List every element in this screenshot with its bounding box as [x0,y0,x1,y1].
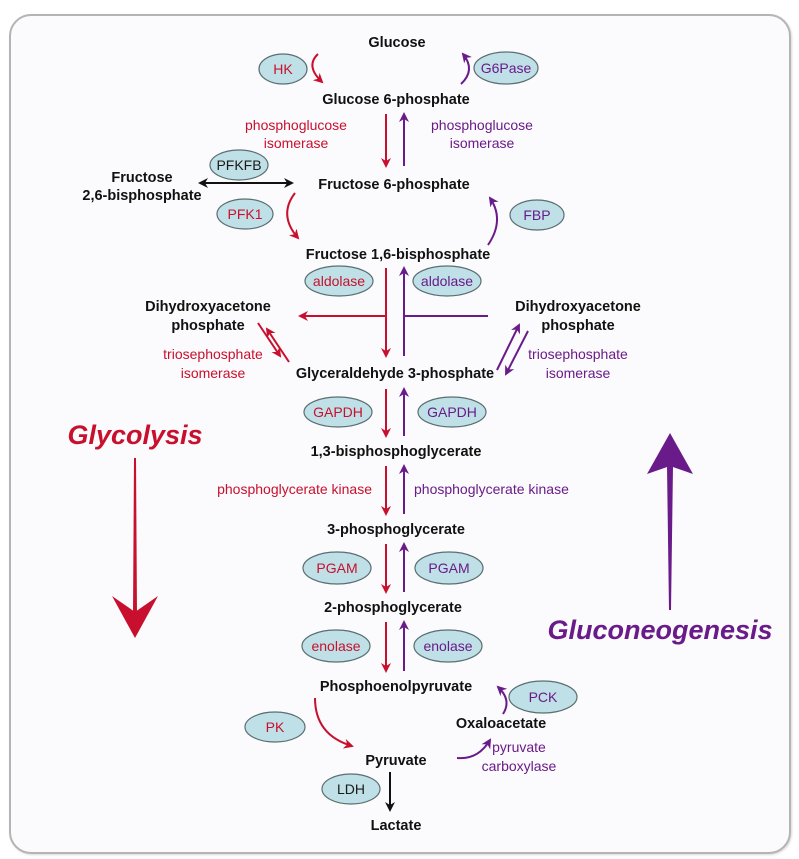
enzyme-tpi-glycolysis-line1: triosephosphate [163,346,263,362]
enzyme-fbp-label: FBP [523,207,550,223]
arrow-tpi-forward [257,322,282,358]
arrow-pfk1 [286,192,300,240]
enzyme-pfkfb: PFKFB [209,149,269,181]
enzyme-hk-label: HK [273,61,293,77]
metabolite-dhap-left-line2: phosphate [171,318,244,334]
metabolite-phosphoenolpyruvate: Phosphoenolpyruvate [320,679,472,695]
glycolysis-arrow-head [112,596,158,638]
enzyme-aldolase-gluconeogenesis: aldolase [412,265,482,297]
enzyme-enolase-gluconeogenesis: enolase [413,629,483,663]
arrow-pck [496,685,508,715]
enzyme-pfkfb-label: PFKFB [216,157,261,173]
metabolite-13-bisphosphoglycerate: 1,3-bisphosphoglycerate [311,444,482,460]
enzyme-pgam-gluconeogenesis-label: PGAM [428,560,469,576]
metabolite-fructose-26-bisphosphate-line1: Fructose [111,170,172,186]
enzyme-pfk1-label: PFK1 [227,206,262,222]
enzyme-tpi-gluconeogenesis-line2: isomerase [546,365,611,381]
metabolite-fructose-26-bisphosphate-line2: 2,6-bisphosphate [82,188,201,204]
enzyme-aldolase-glycolysis: aldolase [304,265,374,297]
metabolite-2-phosphoglycerate: 2-phosphoglycerate [324,600,462,616]
gluconeogenesis-arrow-head [647,433,693,474]
metabolite-pyruvate: Pyruvate [365,753,426,769]
arrow-pyruvate-carboxylase [456,738,492,760]
enzyme-gapdh-gluconeogenesis-label: GAPDH [427,404,477,420]
arrow-g6pase [460,52,472,85]
arrow-fbp [487,196,499,246]
enzyme-pyruvate-carboxylase-line1: pyruvate [492,739,546,755]
glycolysis-title: Glycolysis [67,420,202,450]
diagram-frame [9,14,791,854]
enzyme-gapdh-glycolysis: GAPDH [303,396,373,428]
enzyme-enolase-glycolysis: enolase [301,629,371,663]
arrow-tpi-reverse [496,323,520,371]
enzyme-pgi-glycolysis-line1: phosphoglucose [245,117,347,133]
metabolite-3-phosphoglycerate: 3-phosphoglycerate [327,522,465,538]
metabolite-glucose: Glucose [368,35,425,51]
enzyme-pgam-gluconeogenesis: PGAM [414,551,484,585]
enzyme-aldolase-gluconeogenesis-label: aldolase [421,273,473,289]
gluconeogenesis-title: Gluconeogenesis [547,615,772,645]
enzyme-pck-label: PCK [529,689,558,705]
metabolite-glyceraldehyde-3-phosphate: Glyceraldehyde 3-phosphate [296,366,494,382]
enzyme-gapdh-glycolysis-label: GAPDH [313,404,363,420]
enzyme-tpi-gluconeogenesis-line1: triosephosphate [528,346,628,362]
metabolite-glucose-6-phosphate: Glucose 6-phosphate [322,92,469,108]
enzyme-pk: PK [244,711,306,743]
enzyme-aldolase-glycolysis-label: aldolase [313,273,365,289]
enzyme-pgam-glycolysis-label: PGAM [316,560,357,576]
enzyme-pgi-glycolysis-line2: isomerase [264,135,329,151]
arrow-tpi-forward-purple [505,330,529,376]
enzyme-fbp: FBP [509,199,565,231]
gluconeogenesis-direction-arrow [647,433,693,610]
enzyme-gapdh-gluconeogenesis: GAPDH [417,396,487,428]
enzyme-pk-label: PK [266,719,285,735]
enzyme-pfk1: PFK1 [216,198,274,230]
enzyme-pgk-glycolysis: phosphoglycerate kinase [217,481,372,497]
enzyme-enolase-gluconeogenesis-label: enolase [423,638,472,654]
enzyme-pgam-glycolysis: PGAM [302,551,372,585]
enzyme-ldh-label: LDH [337,781,365,797]
enzyme-tpi-glycolysis-line2: isomerase [181,365,246,381]
metabolite-dhap-left-line1: Dihydroxyacetone [145,299,271,315]
metabolite-lactate: Lactate [371,818,422,834]
metabolite-fructose-6-phosphate: Fructose 6-phosphate [318,177,469,193]
enzyme-g6pase: G6Pase [473,51,539,85]
arrow-pk [314,697,354,749]
metabolite-fructose-16-bisphosphate: Fructose 1,6-bisphosphate [306,247,491,263]
metabolite-oxaloacetate: Oxaloacetate [456,716,546,732]
metabolite-dhap-right-line1: Dihydroxyacetone [515,299,641,315]
enzyme-pgi-gluconeogenesis-line2: isomerase [450,135,515,151]
glycolysis-direction-arrow [112,458,158,638]
arrow-tpi-reverse-red [265,327,290,363]
metabolite-dhap-right-line2: phosphate [541,318,614,334]
enzyme-pgk-gluconeogenesis: phosphoglycerate kinase [414,481,569,497]
enzyme-hk: HK [258,53,308,85]
enzyme-g6pase-label: G6Pase [481,60,532,76]
enzyme-pck: PCK [508,680,578,714]
arrow-hk [311,53,324,84]
enzyme-enolase-glycolysis-label: enolase [311,638,360,654]
glycolysis-arrow-shaft [133,458,137,615]
enzyme-pgi-gluconeogenesis-line1: phosphoglucose [431,117,533,133]
enzyme-ldh: LDH [321,773,381,805]
gluconeogenesis-arrow-shaft [667,466,673,610]
enzyme-pyruvate-carboxylase-line2: carboxylase [482,758,557,774]
